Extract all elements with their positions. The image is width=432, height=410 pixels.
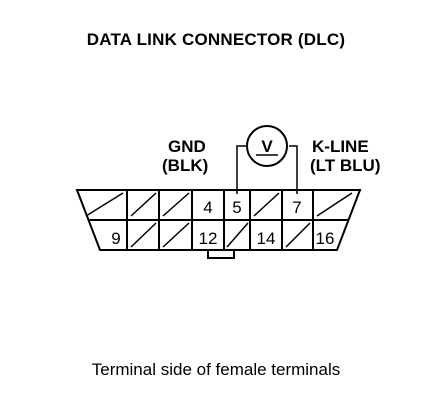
terminal-4: 4 xyxy=(203,198,212,217)
gnd-label: GND xyxy=(168,137,206,156)
diagram-caption: Terminal side of female terminals xyxy=(91,360,341,379)
terminal-14: 14 xyxy=(257,229,276,248)
diagram-title: DATA LINK CONNECTOR (DLC) xyxy=(86,30,346,49)
terminal-9: 9 xyxy=(111,229,120,248)
connector-latch-tab xyxy=(207,249,235,259)
gnd-wire-color-label: (BLK) xyxy=(162,156,209,175)
voltmeter-label: V xyxy=(261,137,273,156)
kline-wire-color-label: (LT BLU) xyxy=(310,156,381,175)
voltmeter-symbol xyxy=(246,125,288,167)
terminal-7: 7 xyxy=(292,198,301,217)
terminal-12: 12 xyxy=(199,229,218,248)
terminal-16: 16 xyxy=(316,229,335,248)
connector-outline xyxy=(75,189,362,251)
terminal-5: 5 xyxy=(232,198,241,217)
voltmeter-wiring xyxy=(236,145,298,194)
kline-label: K-LINE xyxy=(312,137,369,156)
unused-terminal-hatches xyxy=(85,192,353,248)
